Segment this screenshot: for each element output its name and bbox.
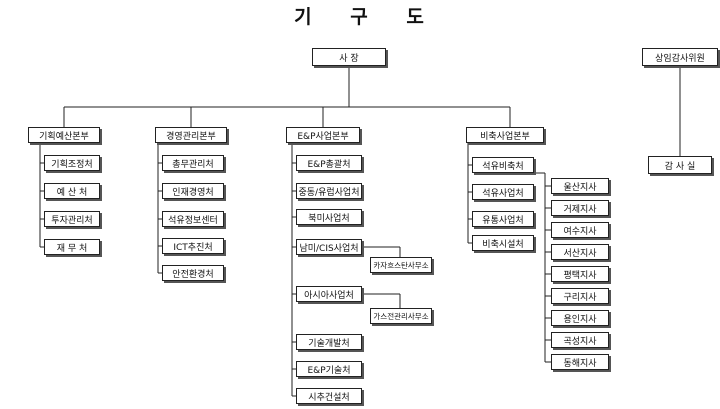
hq-planning-budget: 기획예산본부 (28, 127, 100, 143)
audit-committee-box: 상임감사위원 (642, 48, 718, 66)
branch-box: 거제지사 (551, 200, 609, 216)
dept-box: ICT추진처 (162, 238, 224, 254)
branch-box: 평택지사 (551, 266, 609, 282)
sub-office-box: 카자흐스탄사무소 (370, 257, 432, 273)
branch-box: 서산지사 (551, 244, 609, 260)
dept-box: 총무관리처 (162, 155, 224, 171)
branch-box: 곡성지사 (551, 332, 609, 348)
dept-box: 재 무 처 (44, 239, 100, 255)
title-char: 구 (350, 6, 370, 28)
title-char: 기 (294, 6, 314, 28)
dept-box: 석유정보센터 (162, 211, 224, 227)
dept-box: 북미사업처 (296, 209, 362, 225)
branch-box: 용인지사 (551, 310, 609, 326)
dept-box: 비축시설처 (472, 235, 534, 251)
dept-box: 인재경영처 (162, 183, 224, 199)
dept-box: 기획조정처 (44, 155, 100, 171)
title-char: 도 (406, 6, 426, 28)
dept-box: 중동/유럽사업처 (296, 183, 362, 199)
branch-box: 여수지사 (551, 222, 609, 238)
dept-box: 시추건설처 (296, 388, 362, 404)
ceo-box: 사 장 (312, 48, 386, 66)
dept-box: 석유비축처 (472, 157, 534, 173)
dept-box: 아시아사업처 (296, 286, 362, 302)
branch-box: 울산지사 (551, 178, 609, 194)
audit-office-box: 감 사 실 (648, 156, 712, 174)
branch-box: 동해지사 (551, 354, 609, 370)
hq-reserve: 비축사업본부 (466, 127, 544, 143)
dept-box: E&P기술처 (296, 361, 362, 377)
dept-box: 안전환경처 (162, 265, 224, 281)
dept-box: 유통사업처 (472, 211, 534, 227)
dept-box: E&P총괄처 (296, 155, 362, 171)
dept-box: 석유사업처 (472, 184, 534, 200)
sub-office-box: 가스전관리사무소 (370, 308, 432, 324)
hq-ep: E&P사업본부 (286, 127, 360, 143)
hq-management: 경영관리본부 (155, 127, 227, 143)
dept-box: 기술개발처 (296, 334, 362, 350)
branch-box: 구리지사 (551, 288, 609, 304)
dept-box: 투자관리처 (44, 211, 100, 227)
dept-box: 남미/CIS사업처 (296, 239, 362, 255)
dept-box: 예 산 처 (44, 183, 100, 199)
page-title: 기 구 도 (0, 2, 720, 29)
